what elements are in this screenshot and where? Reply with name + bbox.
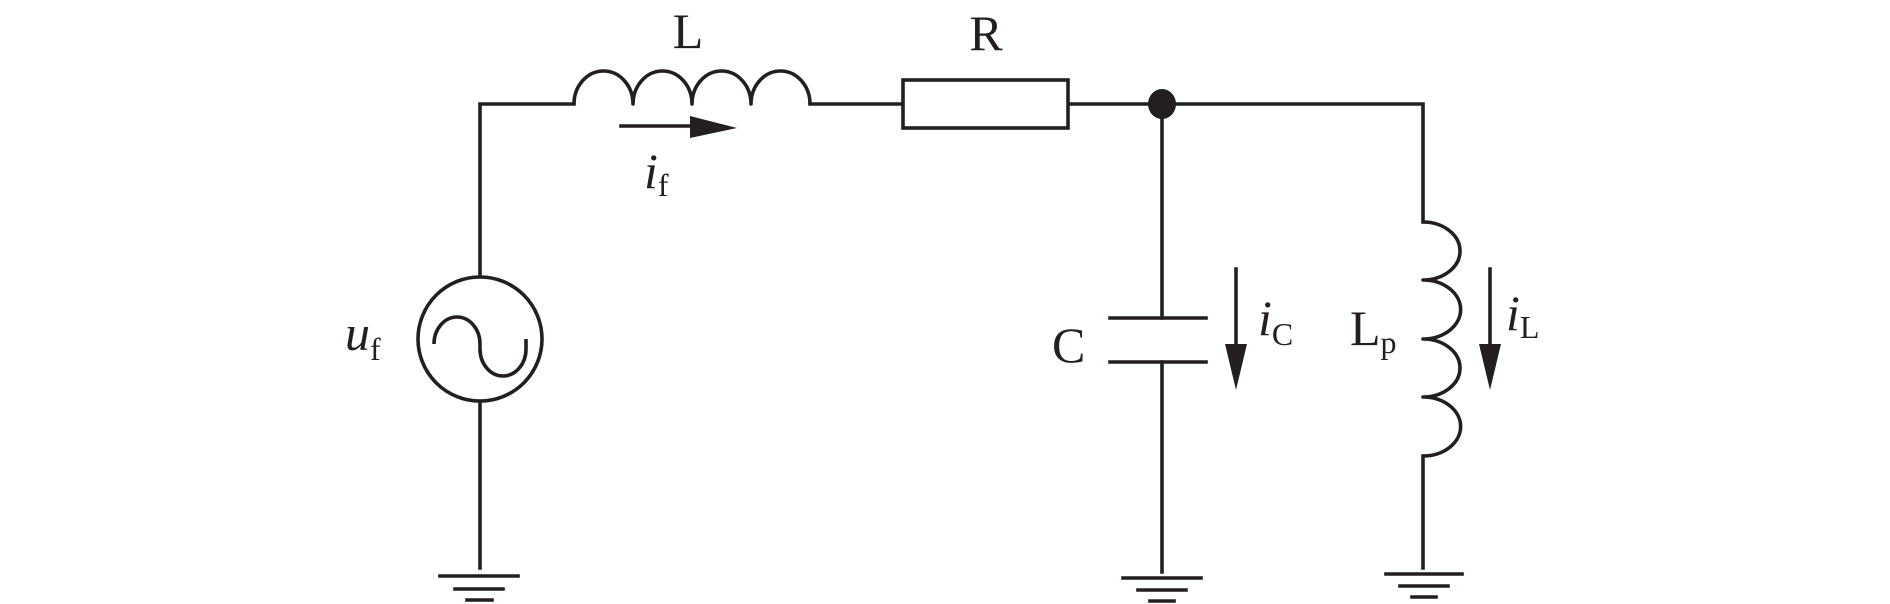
label-source-voltage: uf [345, 305, 381, 367]
label-shunt-inductor: Lp [1350, 300, 1397, 360]
label-shunt-inductor-main: L [1350, 300, 1381, 356]
ac-voltage-source-icon [416, 275, 544, 403]
shunt-inductor-icon [1421, 220, 1463, 458]
ground-icon [1384, 572, 1464, 599]
current-arrow-ic [1225, 267, 1247, 390]
label-current-ic: iC [1258, 290, 1293, 352]
ground-icon [1121, 576, 1203, 603]
label-current-if-symbol: i [644, 143, 658, 199]
inductor-icon [572, 69, 812, 106]
label-shunt-inductor-subscript: p [1381, 324, 1397, 360]
label-current-if-subscript: f [658, 167, 669, 203]
label-series-inductor: L [673, 3, 704, 59]
label-current-il: iL [1506, 285, 1539, 345]
wire-source-to-inductor [478, 102, 576, 278]
label-source-voltage-symbol: u [345, 305, 370, 361]
label-current-il-symbol: i [1506, 285, 1520, 341]
current-arrow-if [619, 116, 737, 138]
label-capacitor: C [1052, 317, 1085, 373]
label-current-ic-subscript: C [1272, 316, 1293, 352]
label-current-il-subscript: L [1520, 309, 1540, 345]
label-resistor: R [969, 5, 1003, 61]
ground-icon [438, 574, 520, 602]
capacitor-icon [1108, 316, 1208, 364]
label-source-voltage-subscript: f [370, 331, 381, 367]
resistor-icon [901, 78, 1070, 130]
wire-resistor-to-node [1066, 102, 1425, 224]
current-arrow-il [1479, 267, 1501, 390]
wiring [478, 102, 1425, 574]
label-current-ic-symbol: i [1258, 290, 1272, 346]
label-current-if: if [644, 143, 669, 203]
junction-node [1148, 89, 1176, 119]
